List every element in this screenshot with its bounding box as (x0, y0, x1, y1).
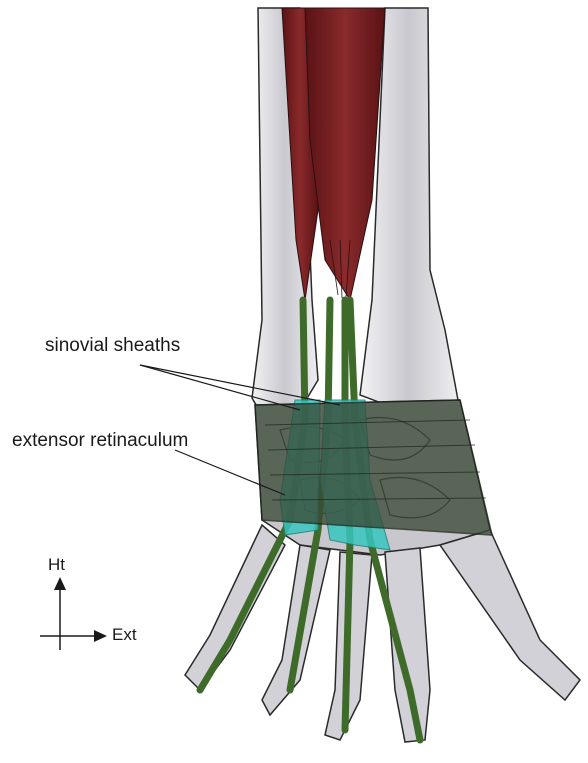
label-sinovial-sheaths: sinovial sheaths (45, 336, 180, 355)
extensor-retinaculum (255, 400, 492, 535)
metacarpal-bones (185, 525, 580, 742)
orientation-label-horizontal: Ext (112, 626, 137, 643)
orientation-arrows (40, 577, 107, 650)
label-extensor-retinaculum: extensor retinaculum (12, 431, 188, 450)
extensor-muscle-right (305, 8, 385, 300)
orientation-label-vertical: Ht (48, 556, 65, 573)
